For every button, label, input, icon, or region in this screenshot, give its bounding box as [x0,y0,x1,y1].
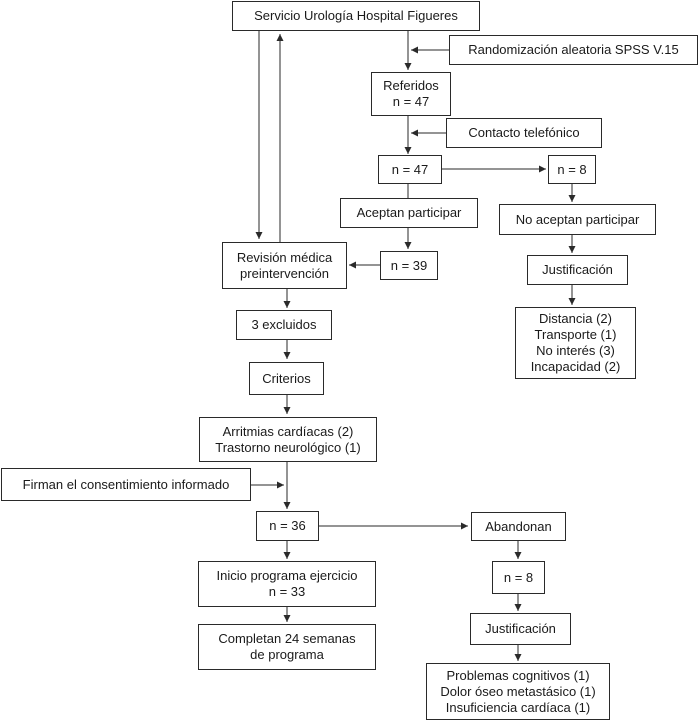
box-text-line: No aceptan participar [515,211,640,227]
box-n36: n = 36 [256,511,319,541]
box-text-line: Revisión médica [236,249,333,265]
box-text-line: n = 39 [390,257,428,273]
box-text-line: Abandonan [485,518,552,534]
box-text-line: Servicio Urología Hospital Figueres [254,8,458,23]
box-text-line: Dolor óseo metastásico (1) [440,683,596,699]
box-text-line: preintervención [240,265,329,281]
box-text-line: Distancia (2) [539,311,612,326]
box-text-line: Justificación [542,262,613,277]
box-text-line: n = 36 [269,518,306,533]
box-text-line: Insuficiencia cardíaca (1) [445,699,591,715]
box-text-line: de programa [250,647,324,662]
box-randomizacion: Randomización aleatoria SPSS V.15 [449,35,698,65]
box-excluidos: 3 excluidos [236,310,332,340]
box-n8-top: n = 8 [548,155,596,184]
box-text-line: n = 8 [557,161,587,177]
box-justificacion-1: Justificación [527,255,628,285]
box-text-line: Incapacidad (2) [530,359,621,374]
box-n39: n = 39 [380,251,438,280]
box-servicio: Servicio Urología Hospital Figueres [232,1,480,31]
box-text-line: Criterios [262,370,311,386]
box-text-line: n = 8 [503,569,534,585]
box-n8-bottom: n = 8 [492,561,545,594]
box-razones-no: Distancia (2)Transporte (1)No interés (3… [515,307,636,379]
box-no-aceptan: No aceptan participar [499,204,656,235]
box-text-line: 3 excluidos [251,317,317,332]
box-text-line: Completan 24 semanas [218,631,356,646]
box-text-line: n = 47 [392,94,430,109]
box-justificacion-2: Justificación [470,613,571,645]
box-razones-abandono: Problemas cognitivos (1)Dolor óseo metas… [426,663,610,720]
box-text-line: Aceptan participar [356,205,462,220]
box-text-line: Referidos [383,78,439,93]
box-text-line: Justificación [485,621,556,636]
box-n47: n = 47 [378,155,442,184]
box-arritmias: Arritmias cardíacas (2)Trastorno neuroló… [199,417,377,462]
box-text-line: Trastorno neurológico (1) [215,439,361,455]
box-contacto: Contacto telefónico [446,118,602,148]
box-text-line: No interés (3) [536,343,615,358]
box-text-line: Firman el consentimiento informado [22,476,230,492]
box-consentimiento: Firman el consentimiento informado [1,468,251,501]
box-text-line: n = 33 [268,584,306,599]
box-text-line: Arritmias cardíacas (2) [222,423,354,439]
box-text-line: Randomización aleatoria SPSS V.15 [468,42,679,57]
box-criterios: Criterios [249,362,324,395]
box-text-line: n = 47 [391,161,429,177]
box-text-line: Inicio programa ejercicio [216,568,358,583]
box-aceptan: Aceptan participar [340,198,478,228]
box-text-line: Transporte (1) [534,327,617,342]
box-text-line: Contacto telefónico [468,125,580,140]
box-abandonan: Abandonan [471,512,566,541]
box-text-line: Problemas cognitivos (1) [446,667,590,683]
